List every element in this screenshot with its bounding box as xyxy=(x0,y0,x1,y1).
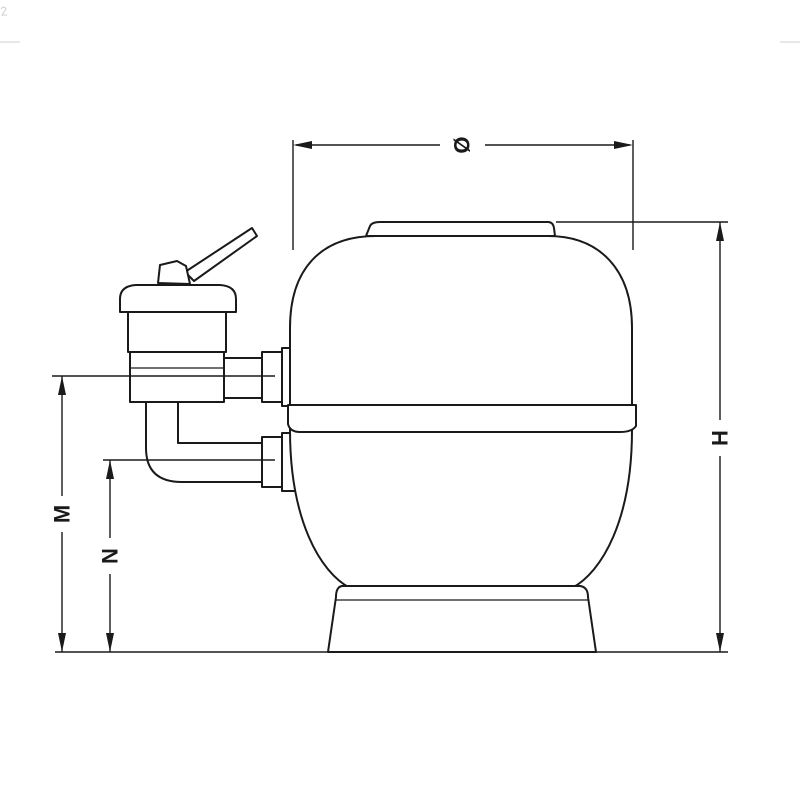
tank-lid xyxy=(365,221,556,237)
valve-cap xyxy=(119,284,237,313)
tank-base xyxy=(327,585,597,653)
valve-body xyxy=(129,351,225,403)
inlet-height-dimension: N xyxy=(96,459,275,652)
multiport-valve xyxy=(119,227,258,403)
outlet-height-label: M xyxy=(50,505,75,523)
valve-handle-stem xyxy=(157,260,191,285)
outlet-height-dimension: M xyxy=(48,375,275,652)
lower-elbow-pipe xyxy=(145,401,297,492)
height-dimension: H xyxy=(556,221,734,652)
diameter-dimension: Ø xyxy=(292,130,634,250)
crop-marks xyxy=(0,6,800,43)
valve-handle xyxy=(184,227,258,282)
upper-pipe xyxy=(223,347,297,407)
diameter-label: Ø xyxy=(450,136,475,153)
tank-flange-seam xyxy=(287,404,637,433)
filter-tank xyxy=(287,221,637,653)
height-label: H xyxy=(708,430,733,446)
valve-neck xyxy=(127,311,227,353)
inlet-height-label: N xyxy=(98,548,123,564)
